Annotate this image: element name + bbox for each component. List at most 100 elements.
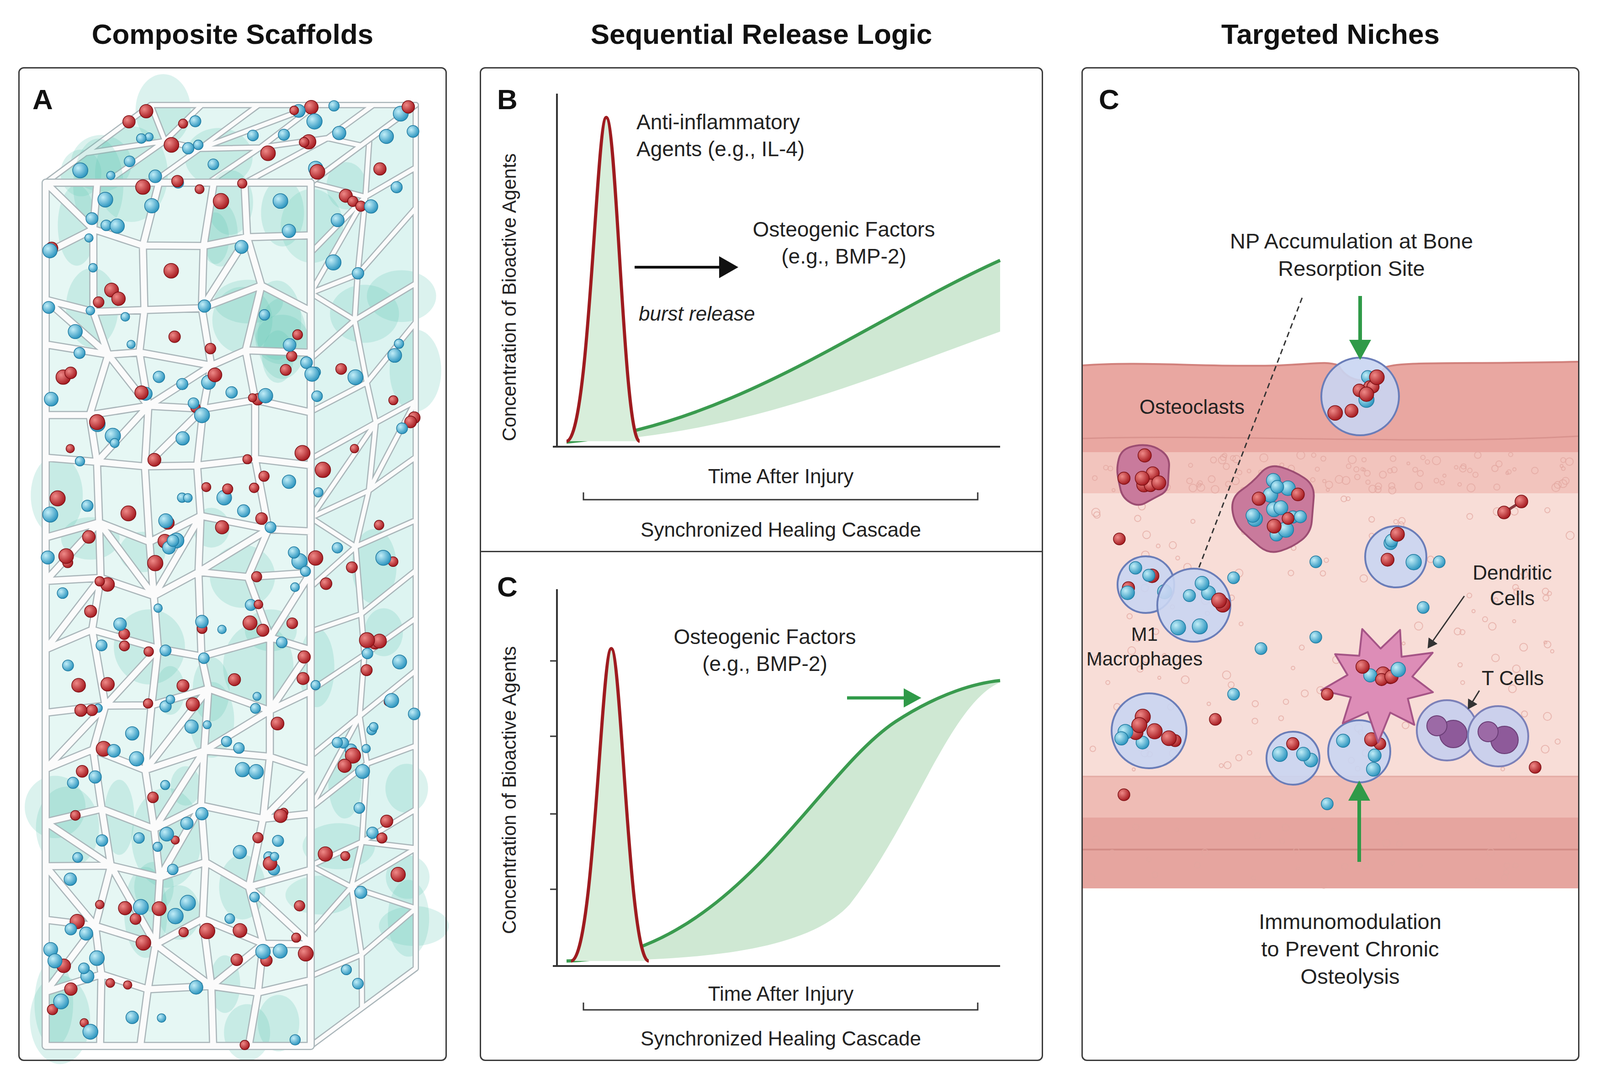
leader-line bbox=[1198, 297, 1303, 568]
t-cell-nucleus bbox=[1478, 721, 1499, 742]
red-particle bbox=[340, 851, 350, 861]
red-particle bbox=[1138, 449, 1152, 463]
tissue-texture-dot bbox=[1181, 676, 1190, 684]
red-particle bbox=[315, 462, 331, 478]
tissue-texture-dot bbox=[1472, 609, 1476, 614]
blue-particle bbox=[375, 550, 391, 566]
blue-particle bbox=[148, 169, 162, 183]
blue-particle bbox=[113, 618, 127, 631]
tissue-texture-dot bbox=[1512, 467, 1516, 472]
blue-particle bbox=[124, 155, 136, 167]
red-particle bbox=[242, 454, 252, 464]
blue-particle bbox=[306, 113, 323, 130]
red-particle bbox=[243, 615, 258, 631]
red-particle bbox=[373, 162, 387, 175]
tissue-texture-dot bbox=[1512, 619, 1516, 624]
red-particle bbox=[298, 946, 314, 962]
red-particle bbox=[86, 704, 98, 716]
tissue-texture-dot bbox=[1412, 467, 1418, 473]
red-particle bbox=[1359, 386, 1374, 402]
release-chart-c bbox=[550, 589, 1001, 1011]
red-particle bbox=[317, 847, 333, 862]
tissue-texture-dot bbox=[1287, 570, 1294, 577]
tissue-texture-dot bbox=[1494, 484, 1500, 491]
red-particle bbox=[130, 913, 142, 925]
blue-particle bbox=[41, 550, 55, 565]
tissue-texture-dot bbox=[1555, 739, 1561, 745]
tissue-texture-dot bbox=[1486, 848, 1495, 857]
blue-particle bbox=[167, 908, 184, 925]
blue-particle bbox=[270, 852, 279, 862]
blue-particle bbox=[72, 162, 88, 178]
tissue-texture-dot bbox=[1228, 682, 1235, 689]
anti-inflammatory-peak bbox=[571, 648, 649, 962]
red-particle bbox=[1390, 527, 1405, 542]
free-particle bbox=[1433, 556, 1446, 568]
cell-label: T Cells bbox=[1481, 665, 1574, 692]
tissue-texture-dot bbox=[1558, 479, 1567, 488]
tissue-texture-dot bbox=[1335, 475, 1344, 484]
blue-particle bbox=[235, 762, 250, 778]
blue-particle bbox=[153, 603, 163, 613]
nanoparticle bbox=[1266, 731, 1320, 785]
blue-particle bbox=[1183, 589, 1196, 603]
red-particle bbox=[388, 395, 398, 405]
tissue-texture-dot bbox=[1127, 614, 1133, 620]
axis-tick bbox=[550, 736, 557, 738]
axis-label: Concentration of Bioactive Agents bbox=[497, 114, 522, 481]
red-particle bbox=[147, 792, 159, 804]
red-particle bbox=[309, 164, 325, 180]
hydrogel-blob bbox=[385, 763, 429, 813]
blue-particle bbox=[352, 267, 364, 280]
x-axis bbox=[552, 445, 1001, 448]
blue-particle bbox=[273, 944, 288, 959]
blue-particle bbox=[97, 192, 113, 208]
tissue-texture-dot bbox=[1296, 867, 1300, 871]
tissue-texture-dot bbox=[1509, 832, 1517, 840]
blue-particle bbox=[153, 842, 163, 852]
tissue-texture-dot bbox=[1541, 745, 1550, 754]
tissue-texture-dot bbox=[1091, 508, 1101, 517]
red-particle bbox=[1291, 487, 1305, 501]
red-particle bbox=[402, 100, 415, 113]
blue-particle bbox=[276, 637, 288, 649]
blue-particle bbox=[42, 507, 58, 523]
tissue-texture-dot bbox=[1531, 467, 1538, 474]
anti-inflammatory-peak bbox=[566, 117, 640, 442]
red-particle bbox=[201, 482, 211, 492]
tissue-texture-dot bbox=[1325, 481, 1333, 489]
blue-particle bbox=[1195, 576, 1210, 591]
red-particle bbox=[346, 561, 358, 573]
red-particle bbox=[338, 759, 352, 773]
blue-particle bbox=[110, 438, 120, 448]
peak-shade bbox=[566, 117, 640, 442]
tissue-texture-dot bbox=[1550, 649, 1554, 653]
red-particle bbox=[213, 193, 229, 210]
tissue-texture-dot bbox=[1491, 654, 1500, 663]
blue-particle bbox=[273, 193, 288, 209]
tissue-texture-dot bbox=[1425, 460, 1430, 465]
blue-particle bbox=[217, 625, 227, 635]
red-particle bbox=[134, 386, 149, 400]
tissue-texture-dot bbox=[1252, 718, 1258, 725]
annotation: burst release bbox=[638, 301, 785, 327]
tissue-band bbox=[1082, 493, 1579, 777]
blue-particle bbox=[194, 407, 210, 424]
x-axis bbox=[552, 965, 1001, 968]
red-particle bbox=[360, 664, 372, 676]
tissue-texture-dot bbox=[1112, 488, 1116, 493]
tissue-texture-dot bbox=[1315, 467, 1320, 472]
tissue-texture-dot bbox=[1460, 680, 1465, 685]
blue-particle bbox=[160, 780, 170, 790]
blue-particle bbox=[175, 431, 190, 446]
green-arrow bbox=[1358, 296, 1362, 344]
blue-particle bbox=[313, 487, 324, 498]
blue-particle bbox=[332, 126, 346, 140]
red-particle bbox=[58, 548, 74, 564]
red-particle bbox=[1117, 472, 1131, 485]
red-particle bbox=[296, 672, 310, 685]
red-particle bbox=[255, 513, 268, 525]
tissue-texture-dot bbox=[1420, 455, 1426, 461]
red-particle bbox=[179, 927, 189, 938]
panel-letter: B bbox=[497, 81, 539, 118]
